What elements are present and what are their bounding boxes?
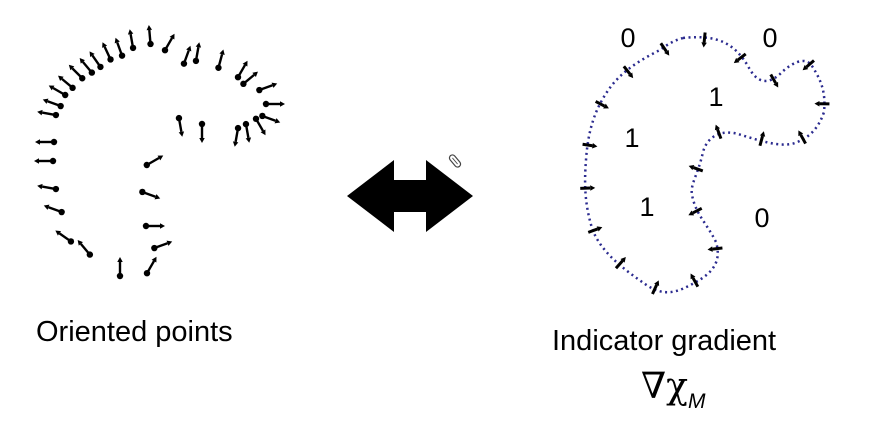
gradient-arrow-13: [651, 280, 660, 295]
oriented-point-13: [34, 157, 57, 165]
gradient-arrow-1: [701, 32, 707, 48]
region-label-outside-top-right: 0: [762, 23, 777, 53]
oriented-point-3: [114, 37, 126, 59]
indicator-boundary-curve: [583, 35, 826, 294]
oriented-point-1: [146, 25, 154, 48]
oriented-point-34: [242, 120, 252, 143]
oriented-point-7: [68, 64, 86, 82]
oriented-point-5: [89, 51, 104, 71]
oriented-point-27: [215, 49, 225, 71]
oriented-point-14: [37, 183, 60, 193]
region-label-inside-left: 1: [624, 123, 639, 153]
indicator-gradient-caption: Indicator gradient: [552, 325, 777, 357]
oriented-point-36: [198, 120, 206, 143]
region-label-outside-top-left: 0: [620, 23, 635, 53]
gradient-arrow-6: [798, 130, 807, 145]
oriented-point-33: [252, 115, 266, 136]
oriented-point-24: [161, 33, 175, 54]
paperclip-cursor-icon: [448, 154, 462, 168]
oriented-points-caption: Oriented points: [36, 316, 233, 348]
oriented-point-22: [139, 188, 161, 200]
oriented-point-11: [37, 109, 60, 119]
gradient-arrow-20: [659, 42, 670, 56]
oriented-point-29: [240, 71, 258, 88]
region-label-inside-bottom: 1: [639, 192, 654, 222]
oriented-point-28: [234, 60, 248, 81]
oriented-point-6: [79, 58, 96, 76]
gradient-arrow-2: [733, 52, 747, 64]
gradient-arrow-19: [622, 65, 634, 79]
indicator-gradient-formula: ∇χM: [641, 366, 705, 413]
gradient-arrow-11: [707, 246, 723, 252]
oriented-point-10: [42, 98, 64, 110]
gradient-arrow-3: [769, 73, 779, 88]
gradient-arrow-8: [714, 124, 723, 140]
gradient-arrow-17: [582, 142, 598, 149]
gradient-arrow-10: [688, 207, 703, 216]
nabla-symbol: ∇: [641, 366, 667, 407]
oriented-points-cloud: [34, 25, 285, 280]
gradient-arrow-14: [614, 256, 626, 270]
oriented-point-12: [35, 138, 58, 146]
gradient-arrow-18: [594, 100, 609, 109]
gradient-arrow-16: [580, 185, 596, 191]
oriented-point-31: [262, 100, 285, 108]
oriented-point-26: [192, 42, 202, 65]
gradient-arrow-7: [758, 131, 766, 147]
oriented-point-17: [77, 240, 94, 258]
oriented-point-4: [102, 42, 114, 63]
formula-subscript: M: [687, 390, 706, 413]
double-headed-arrow-icon: [347, 160, 473, 232]
chi-symbol: χ: [666, 366, 688, 407]
oriented-point-37: [175, 114, 185, 137]
oriented-point-2: [127, 29, 137, 52]
oriented-point-30: [256, 82, 278, 94]
oriented-point-15: [43, 204, 65, 216]
oriented-point-19: [143, 256, 157, 277]
gradient-arrow-12: [690, 273, 700, 288]
gradient-arrow-15: [587, 226, 603, 234]
region-label-outside-right: 0: [754, 203, 769, 233]
oriented-point-23: [143, 155, 164, 169]
oriented-point-8: [58, 75, 76, 92]
oriented-point-25: [180, 45, 192, 67]
oriented-point-20: [151, 240, 173, 252]
oriented-point-35: [232, 124, 242, 147]
gradient-arrow-9: [688, 165, 704, 173]
oriented-point-18: [116, 257, 124, 280]
oriented-point-21: [142, 222, 165, 230]
gradient-arrow-5: [814, 100, 830, 107]
oriented-point-9: [48, 85, 69, 99]
indicator-gradient-arrows: [580, 32, 830, 295]
region-label-inside-top: 1: [708, 82, 723, 112]
oriented-point-16: [55, 230, 75, 245]
oriented-point-32: [259, 112, 281, 124]
gradient-arrow-4: [802, 59, 815, 71]
